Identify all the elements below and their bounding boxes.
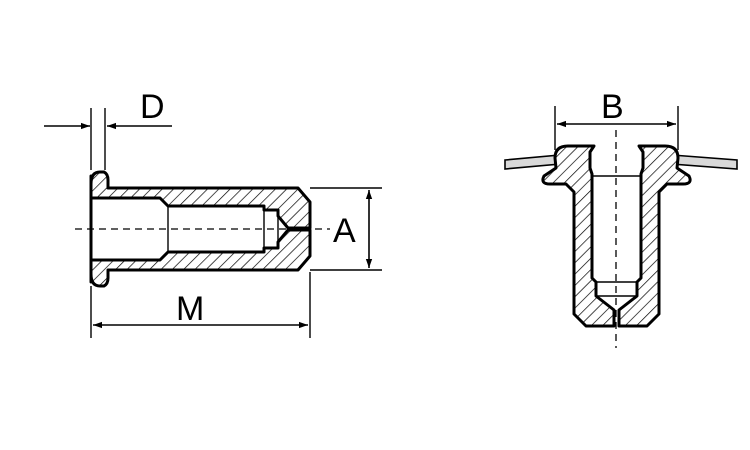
dimension-label-m: M xyxy=(176,290,204,328)
sheet-left xyxy=(504,154,561,170)
right-wall-section xyxy=(617,144,692,328)
upper-wall-section xyxy=(89,170,312,230)
lower-wall-section xyxy=(89,228,312,288)
sheet-right xyxy=(671,154,738,170)
left-wall-section xyxy=(541,144,616,328)
dimension-label-a: A xyxy=(333,212,356,250)
dimension-label-d: D xyxy=(140,88,165,126)
installed-section-view: B xyxy=(504,88,738,348)
side-section-view: D A M xyxy=(44,88,382,338)
dimension-label-b: B xyxy=(601,88,624,126)
